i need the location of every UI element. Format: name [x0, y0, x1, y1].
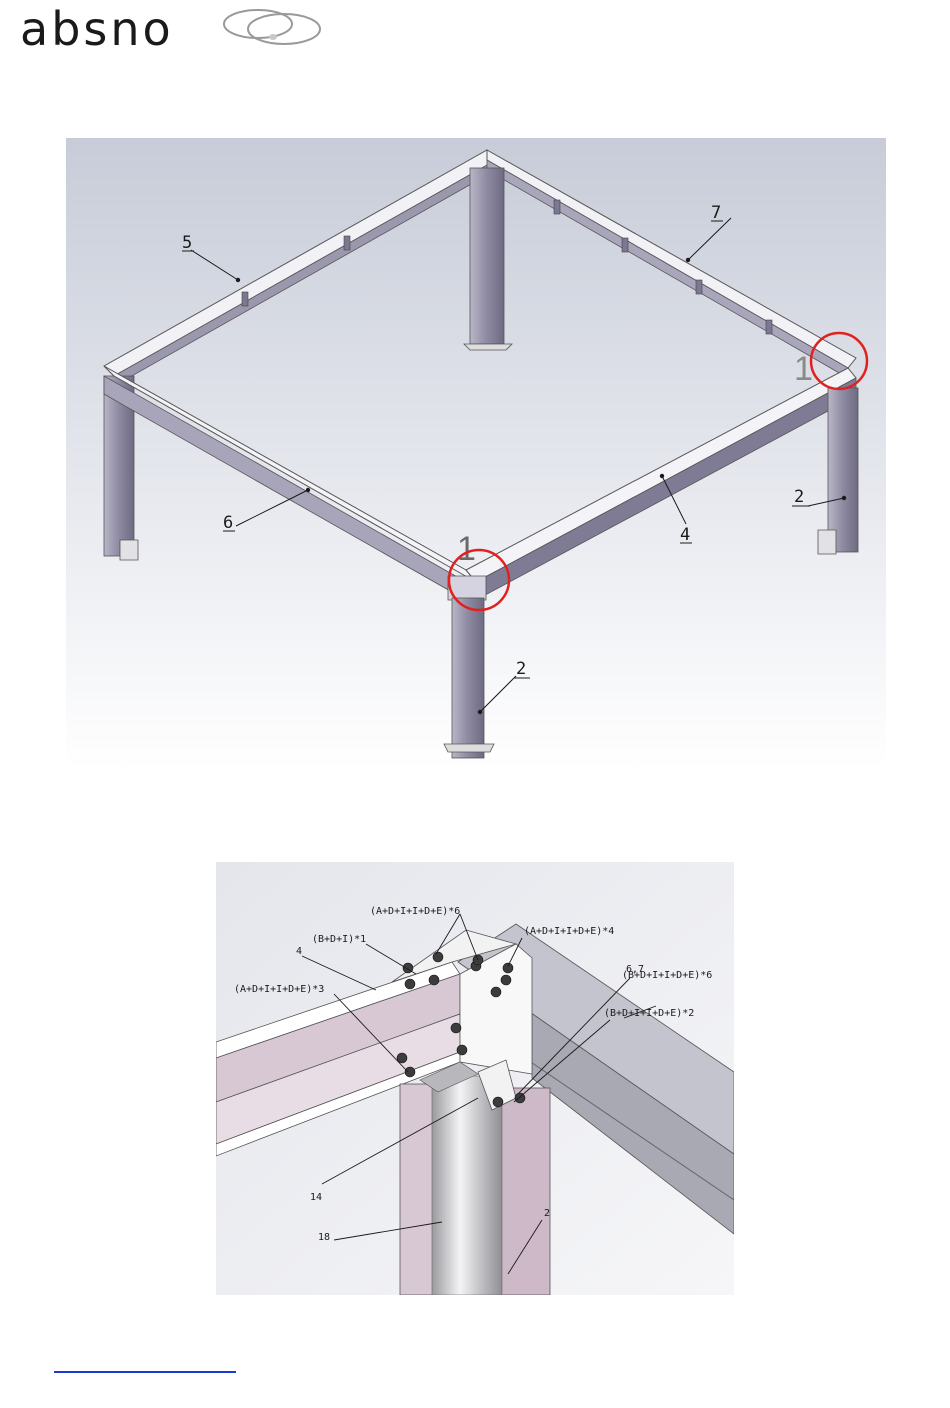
callout-part-6: 6 [223, 513, 233, 533]
callout-part-2-right: 2 [794, 487, 804, 507]
frame-overview-drawing: 5 7 6 4 2 2 1 1 [66, 138, 886, 770]
logo-rings-icon [216, 4, 326, 48]
callout-bolt-set-b6: (B+D+I+I+D+E)*6 [622, 970, 712, 981]
callout-part-4: 4 [680, 525, 690, 545]
callout-bolt-set-top: (A+D+I+I+D+E)*6 [370, 906, 460, 917]
brand-wordmark: absno [20, 2, 174, 56]
callout-part-2: 2 [544, 1208, 550, 1219]
callout-bolt-set-b1: (B+D+I)*1 [312, 934, 366, 945]
detail-marker-right: 1 [794, 350, 813, 388]
callout-part-2-front: 2 [516, 659, 526, 679]
detail-marker-front: 1 [457, 530, 476, 568]
callout-bolt-set-b2: (B+D+I+I+D+E)*2 [604, 1008, 694, 1019]
callout-part-18: 18 [318, 1232, 330, 1243]
document-link[interactable] [54, 1357, 236, 1373]
callout-part-7: 7 [711, 203, 721, 223]
callout-bolt-set-left3: (A+D+I+I+D+E)*3 [234, 984, 324, 995]
corner-detail-drawing: (A+D+I+I+D+E)*6 (B+D+I)*1 (A+D+I+I+D+E)*… [216, 862, 734, 1295]
callout-part-14: 14 [310, 1192, 322, 1203]
brand-logo: absno [20, 0, 320, 60]
callout-part-5: 5 [182, 233, 192, 253]
callout-bolt-set-right4: (A+D+I+I+D+E)*4 [524, 926, 614, 937]
callout-part-4: 4 [296, 946, 302, 957]
